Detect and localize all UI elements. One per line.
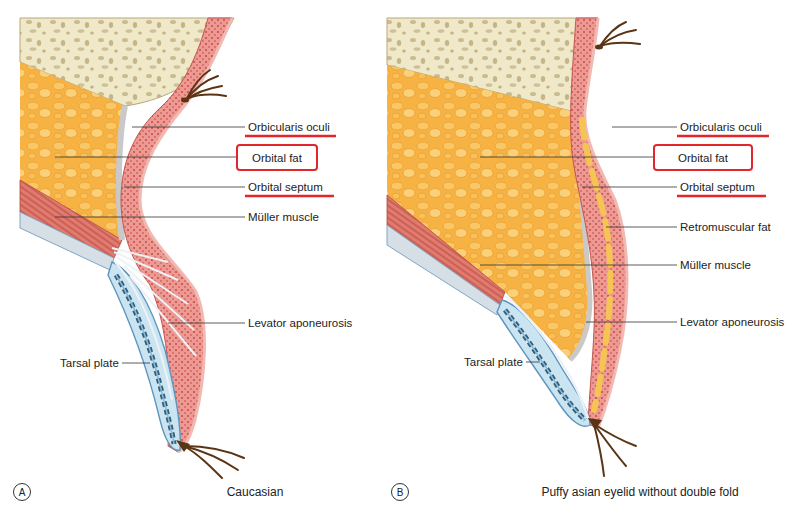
panel-letter: B [391, 483, 409, 501]
panel-caption: Caucasian [227, 485, 284, 499]
highlight-box: Orbital fat [653, 144, 753, 171]
highlight-box: Orbital fat [236, 144, 318, 171]
part-label: Tarsal plate [464, 355, 523, 369]
part-label: Müller muscle [680, 258, 751, 272]
node-text: B [397, 487, 404, 498]
part-label: Levator aponeurosis [680, 315, 784, 329]
panel-caption: Puffy asian eyelid without double fold [541, 485, 738, 499]
node-text: A [19, 487, 26, 498]
node-text: Orbital fat [678, 152, 728, 164]
part-label: Orbicularis oculi [248, 120, 330, 134]
red-underlines [245, 136, 769, 196]
panel-a [20, 18, 244, 478]
part-label: Retromuscular fat [680, 220, 771, 234]
part-label: Orbital septum [680, 180, 755, 194]
leader-lines [55, 127, 677, 363]
part-label: Orbital septum [248, 180, 323, 194]
part-label: Orbicularis oculi [680, 120, 762, 134]
part-label: Tarsal plate [60, 356, 119, 370]
part-label: Müller muscle [248, 210, 319, 224]
node-text: Orbital fat [252, 152, 302, 164]
part-label: Levator aponeurosis [248, 316, 352, 330]
panel-b [387, 18, 640, 476]
panel-letter: A [13, 483, 31, 501]
